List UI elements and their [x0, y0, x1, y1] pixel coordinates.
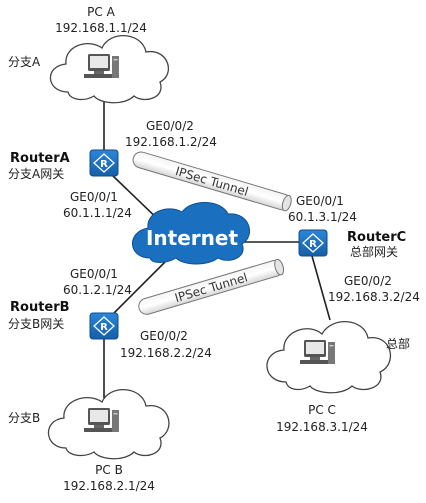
pc-b-ip: 192.168.2.1/24 [63, 479, 155, 493]
pc-a-icon [84, 54, 119, 78]
internet-label: Internet [146, 226, 238, 250]
router-c-wan-if: GE0/0/1 [296, 194, 344, 208]
router-c-icon: R [298, 229, 328, 257]
router-a-wan-ip: 60.1.1.1/24 [63, 206, 132, 220]
router-a-letter: R [100, 159, 108, 170]
branch-a-label: 分支A [8, 55, 41, 69]
pc-c-icon [300, 340, 335, 364]
router-a-role: 分支A网关 [8, 167, 64, 181]
router-a-wan-if: GE0/0/1 [70, 190, 118, 204]
router-a-lan-ip: 192.168.1.2/24 [125, 135, 217, 149]
link-internet-routerb [111, 261, 166, 316]
router-c-role: 总部网关 [350, 244, 398, 259]
pc-a-ip: 192.168.1.1/24 [55, 21, 147, 35]
pc-a-name: PC A [87, 5, 115, 19]
router-b-lan-ip: 192.168.2.2/24 [120, 346, 212, 360]
pc-c-name: PC C [308, 403, 336, 417]
pc-b-icon [84, 408, 119, 432]
hq-label: 总部 [386, 336, 410, 351]
router-c-lan-if: GE0/0/2 [344, 274, 392, 288]
router-a-icon: R [89, 149, 119, 177]
pc-b-name: PC B [95, 463, 123, 477]
router-a-lan-if: GE0/0/2 [146, 119, 194, 133]
router-b-name: RouterB [10, 300, 70, 315]
link-routerc-pcc [311, 255, 331, 321]
router-c-letter: R [309, 239, 317, 250]
router-a-name: RouterA [10, 151, 70, 166]
router-c-lan-ip: 192.168.3.2/24 [328, 290, 420, 304]
router-b-icon: R [89, 312, 119, 340]
router-b-role: 分支B网关 [8, 317, 64, 331]
router-b-letter: R [100, 322, 108, 333]
branch-b-label: 分支B [8, 411, 40, 425]
router-c-wan-ip: 60.1.3.1/24 [288, 210, 357, 224]
router-b-wan-if: GE0/0/1 [70, 267, 118, 281]
router-b-wan-ip: 60.1.2.1/24 [63, 283, 132, 297]
pc-c-ip: 192.168.3.1/24 [276, 420, 368, 434]
internet-cloud: Internet [132, 202, 251, 265]
router-b-lan-if: GE0/0/2 [140, 329, 188, 343]
router-c-name: RouterC [347, 230, 406, 245]
